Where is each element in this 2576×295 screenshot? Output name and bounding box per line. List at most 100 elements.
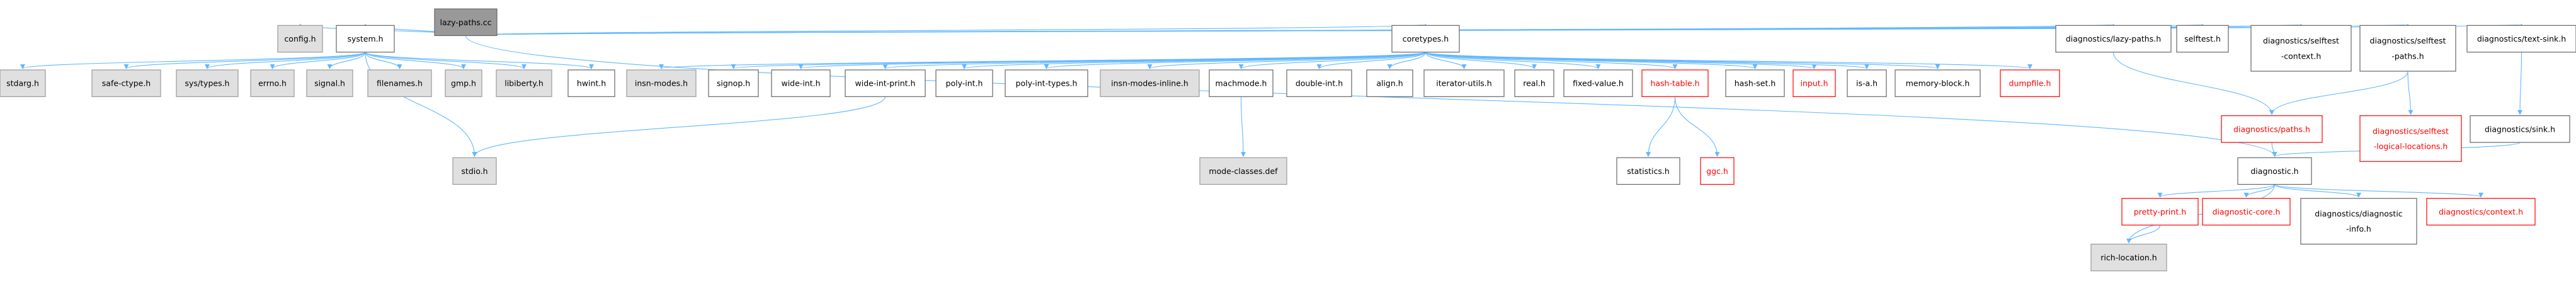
node-diagnostic-h[interactable]: diagnostic.h: [2237, 157, 2312, 185]
node-diag-paths-h[interactable]: diagnostics/paths.h: [2221, 115, 2323, 143]
node-input-h[interactable]: input.h: [1792, 69, 1836, 97]
node-double-int-h[interactable]: double-int.h: [1286, 69, 1352, 97]
node-box: [1423, 69, 1505, 97]
node-stdarg-h[interactable]: stdarg.h: [0, 69, 46, 97]
node-label: -context.h: [2281, 51, 2322, 61]
node-box: [626, 69, 697, 97]
node-label: gmp.h: [451, 79, 476, 88]
edge-line: [1387, 52, 1427, 69]
edge-lazy_paths_cc-to-diag_lazy_paths_h: [465, 23, 2115, 37]
node-box: [1641, 69, 1709, 97]
node-fixed-value-h[interactable]: fixed-value.h: [1563, 69, 1633, 97]
edge-system_h-to-stdarg_h: [20, 52, 366, 69]
node-box: [2202, 198, 2291, 226]
node-real-h[interactable]: real.h: [1514, 69, 1554, 97]
node-box: [1700, 157, 1735, 185]
node-label: diagnostics/context.h: [2439, 207, 2523, 216]
node-hash-table-h[interactable]: hash-table.h: [1641, 69, 1709, 97]
node-label: machmode.h: [1216, 79, 1267, 88]
node-signal-h[interactable]: signal.h: [306, 69, 353, 97]
node-insn-modes-inline-h[interactable]: insn-modes-inline.h: [1100, 69, 1200, 97]
node-memory-block-h[interactable]: memory-block.h: [1895, 69, 1981, 97]
node-poly-int-h[interactable]: poly-int.h: [935, 69, 993, 97]
edge-diag_paths_h-to-diagnostic_h: [2271, 142, 2277, 158]
node-rich-location-h[interactable]: rich-location.h: [2090, 243, 2167, 272]
node-box: [2359, 25, 2456, 72]
node-label: double-int.h: [1296, 79, 1343, 88]
edge-system_h-to-sys_types_h: [205, 52, 366, 69]
node-box: [445, 69, 482, 97]
node-diag-context-h[interactable]: diagnostics/context.h: [2426, 198, 2536, 226]
edge-line: [2269, 71, 2408, 115]
node-sys-types-h[interactable]: sys/types.h: [176, 69, 239, 97]
node-box: [2359, 115, 2462, 162]
node-label: statistics.h: [1627, 166, 1670, 176]
edge-line: [365, 52, 594, 69]
node-poly-int-types-h[interactable]: poly-int-types.h: [1005, 69, 1088, 97]
node-box: [1209, 69, 1274, 97]
node-iterator-utils-h[interactable]: iterator-utils.h: [1423, 69, 1505, 97]
node-machmode-h[interactable]: machmode.h: [1209, 69, 1274, 97]
node-box: [91, 69, 161, 97]
node-label: poly-int.h: [946, 79, 983, 88]
edge-coretypes_h-to-insn_modes_inline_h: [1147, 52, 1427, 69]
node-diag-selftest-logical-h[interactable]: diagnostics/selftest-logical-locations.h: [2359, 115, 2462, 162]
node-box: [2426, 198, 2536, 226]
edge-line: [2271, 142, 2277, 158]
node-label: filenames.h: [377, 79, 423, 88]
node-box: [1366, 69, 1413, 97]
node-gmp-h[interactable]: gmp.h: [445, 69, 482, 97]
edge-line: [2112, 52, 2274, 115]
edge-diag_selftest_paths_h-to-diag_paths_h: [2269, 71, 2408, 115]
node-box: [1199, 157, 1287, 185]
node-diag-selftest-context-h[interactable]: diagnostics/selftest-context.h: [2250, 25, 2352, 72]
node-diag-sink-h[interactable]: diagnostics/sink.h: [2470, 115, 2570, 143]
node-stdio-h[interactable]: stdio.h: [452, 157, 497, 185]
node-label: config.h: [284, 34, 316, 43]
node-box: [2000, 69, 2060, 97]
node-diag-text-sink-h[interactable]: diagnostics/text-sink.h: [2466, 25, 2576, 53]
node-hash-set-h[interactable]: hash-set.h: [1725, 69, 1785, 97]
node-label: fixed-value.h: [1573, 79, 1624, 88]
node-box: [2466, 25, 2576, 53]
node-config-h[interactable]: config.h: [277, 25, 323, 53]
node-align-h[interactable]: align.h: [1366, 69, 1413, 97]
node-errno-h[interactable]: errno.h: [250, 69, 295, 97]
node-dumpfile-h[interactable]: dumpfile.h: [2000, 69, 2060, 97]
node-hwint-h[interactable]: hwint.h: [567, 69, 615, 97]
node-label: rich-location.h: [2100, 253, 2157, 262]
edge-diag_lazy_paths_h-to-diag_paths_h: [2112, 52, 2274, 115]
node-statistics-h[interactable]: statistics.h: [1616, 157, 1680, 185]
node-is-a-h[interactable]: is-a.h: [1847, 69, 1887, 97]
node-label: diagnostics/sink.h: [2485, 124, 2555, 134]
node-diag-diagnostic-info-h[interactable]: diagnostics/diagnostic-info.h: [2300, 198, 2417, 245]
node-pretty-print-h[interactable]: pretty-print.h: [2121, 198, 2199, 226]
node-libiberty-h[interactable]: libiberty.h: [496, 69, 552, 97]
edge-line: [1425, 52, 1467, 69]
node-box: [496, 69, 552, 97]
node-filenames-h[interactable]: filenames.h: [367, 69, 432, 97]
node-label: signal.h: [314, 79, 345, 88]
node-box: [1391, 25, 1460, 53]
node-mode-classes-def[interactable]: mode-classes.def: [1199, 157, 1287, 185]
node-insn-modes-h[interactable]: insn-modes.h: [626, 69, 697, 97]
node-wide-int-print-h[interactable]: wide-int-print.h: [845, 69, 926, 97]
node-safe-ctype-h[interactable]: safe-ctype.h: [91, 69, 161, 97]
edge-hash_table_h-to-ggc_h: [1674, 96, 1720, 158]
node-lazy-paths-cc[interactable]: lazy-paths.cc: [434, 8, 498, 37]
node-diagnostic-core-h[interactable]: diagnostic-core.h: [2202, 198, 2291, 226]
node-selftest-h[interactable]: selftest.h: [2176, 25, 2229, 53]
node-label: lazy-paths.cc: [440, 18, 491, 27]
node-diag-selftest-paths-h[interactable]: diagnostics/selftest-paths.h: [2359, 25, 2456, 72]
node-coretypes-h[interactable]: coretypes.h: [1391, 25, 1460, 53]
node-wide-int-h[interactable]: wide-int.h: [771, 69, 831, 97]
node-diag-lazy-paths-h[interactable]: diagnostics/lazy-paths.h: [2055, 25, 2172, 53]
node-box: [367, 69, 432, 97]
edge-coretypes_h-to-poly_int_types_h: [1044, 52, 1427, 69]
node-ggc-h[interactable]: ggc.h: [1700, 157, 1735, 185]
node-signop-h[interactable]: signop.h: [708, 69, 759, 97]
node-box: [1005, 69, 1088, 97]
node-box: [336, 25, 395, 53]
edge-system_h-to-signal_h: [327, 52, 366, 69]
node-system-h[interactable]: system.h: [336, 25, 395, 53]
